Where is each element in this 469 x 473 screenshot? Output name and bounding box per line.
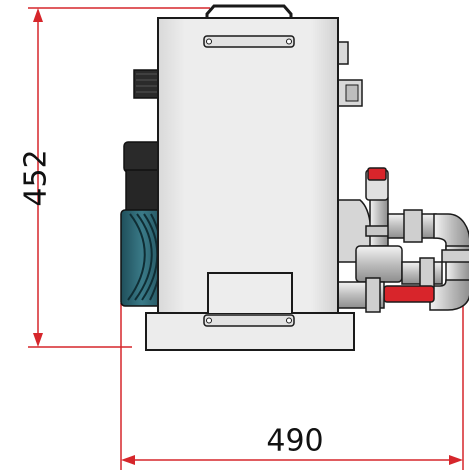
width-dimension: 490 xyxy=(120,300,464,470)
bottom-latch-plate xyxy=(203,314,295,327)
height-arrow-bottom xyxy=(33,333,43,347)
top-latch-plate xyxy=(203,35,295,48)
motor xyxy=(120,69,164,307)
motor-cap-knob xyxy=(133,69,161,99)
width-label: 490 xyxy=(266,424,323,459)
vertical-pipe xyxy=(369,197,389,247)
housing-body xyxy=(157,17,339,314)
elbow-lower xyxy=(429,279,469,311)
right-connectors xyxy=(335,41,363,107)
tee-fitting xyxy=(355,245,403,283)
base-plate xyxy=(145,312,355,351)
bottom-handle xyxy=(207,272,293,313)
width-arrow-right xyxy=(449,455,463,465)
width-arrow-left xyxy=(121,455,135,465)
motor-collar xyxy=(125,169,163,213)
piping-assembly xyxy=(337,167,469,313)
height-arrow-top xyxy=(33,8,43,22)
motor-top-cap xyxy=(123,141,163,173)
carry-handle xyxy=(205,4,293,19)
housing xyxy=(157,4,339,327)
height-dimension: 452 xyxy=(19,7,210,348)
valve-handle xyxy=(383,285,435,303)
height-label: 452 xyxy=(19,149,54,206)
